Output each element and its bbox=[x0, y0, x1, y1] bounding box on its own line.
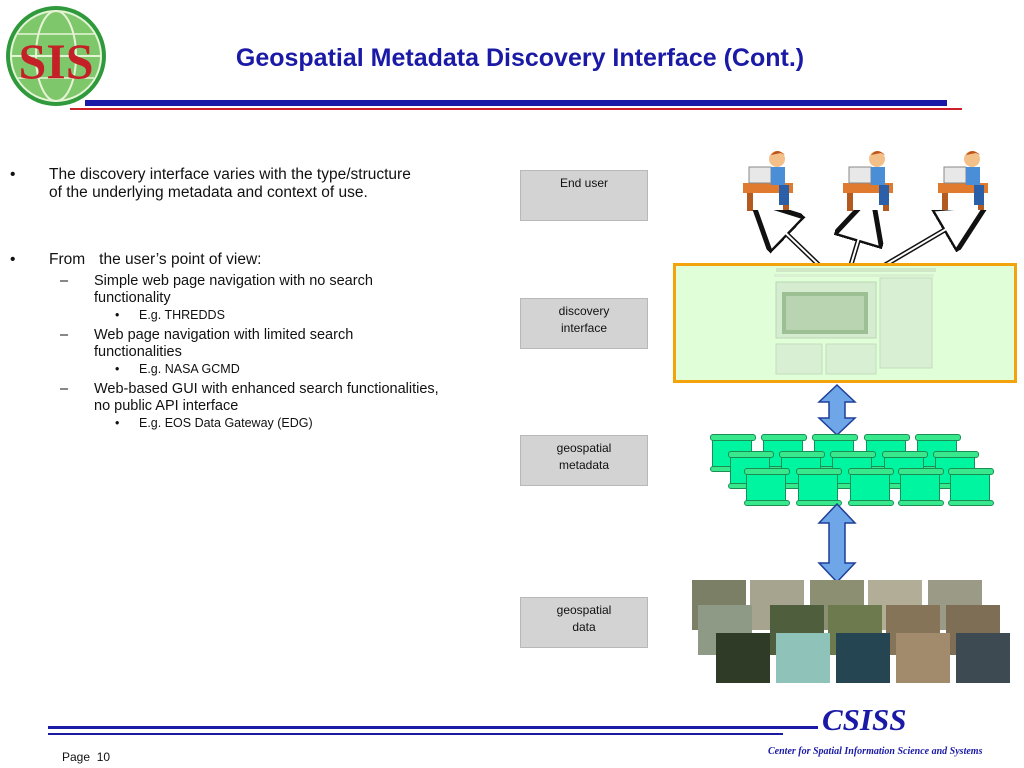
scroll-icon bbox=[848, 468, 894, 506]
label-metadata-line1: geospatial bbox=[556, 441, 612, 455]
bullet-marker: • bbox=[115, 362, 120, 376]
bullet-marker: • bbox=[10, 166, 16, 183]
example-2: E.g. NASA GCMD bbox=[139, 362, 240, 376]
label-discovery-line2: interface bbox=[560, 321, 608, 335]
label-discovery-interface: discovery interface bbox=[520, 298, 648, 349]
footer-rule-thin bbox=[48, 733, 783, 735]
page-number-value: 10 bbox=[96, 750, 111, 764]
double-arrow-metadata-data bbox=[817, 503, 857, 583]
label-data-line2: data bbox=[572, 620, 596, 634]
label-end-user: End user bbox=[520, 170, 648, 221]
bullet-1: The discovery interface varies with the … bbox=[49, 166, 411, 202]
footer-brand: CSISS bbox=[822, 702, 907, 737]
footer-brand-subtitle: Center for Spatial Information Science a… bbox=[768, 746, 983, 757]
sub-bullet-1-line2: functionality bbox=[94, 290, 171, 306]
double-arrow-interface-metadata bbox=[817, 384, 857, 436]
slide-title: Geospatial Metadata Discovery Interface … bbox=[235, 44, 805, 72]
bullet-1-line1: The discovery interface varies with the … bbox=[49, 166, 411, 183]
footer-rule bbox=[48, 726, 818, 729]
satellite-image-tile bbox=[836, 633, 890, 683]
title-rule-blue bbox=[85, 100, 947, 106]
dash-marker: – bbox=[60, 327, 69, 343]
dash-marker: – bbox=[60, 273, 69, 289]
sub-bullet-1: Simple web page navigation with no searc… bbox=[94, 273, 373, 307]
geospatial-data-tiles bbox=[690, 580, 1010, 686]
example-1: E.g. THREDDS bbox=[139, 308, 225, 322]
title-rule-red bbox=[70, 108, 962, 110]
person-at-computer-icon bbox=[743, 151, 793, 211]
end-users-group bbox=[743, 151, 988, 211]
sub-bullet-2: Web page navigation with limited search … bbox=[94, 327, 353, 361]
page-number: Page 10 bbox=[62, 750, 110, 764]
dash-marker: – bbox=[60, 381, 69, 397]
label-discovery-line1: discovery bbox=[558, 304, 610, 318]
scroll-icon bbox=[898, 468, 944, 506]
label-data-line1: geospatial bbox=[556, 603, 612, 617]
satellite-image-tile bbox=[776, 633, 830, 683]
sub-bullet-3-line2: no public API interface bbox=[94, 398, 239, 414]
bullet-2: From the user’s point of view: bbox=[49, 251, 261, 269]
sub-bullet-2-line2: functionalities bbox=[94, 344, 182, 360]
bullet-marker: • bbox=[115, 308, 120, 322]
sub-bullet-1-line1: Simple web page navigation with no searc… bbox=[94, 273, 373, 289]
bullet-marker: • bbox=[10, 251, 16, 268]
sub-bullet-2-line1: Web page navigation with limited search bbox=[94, 327, 354, 343]
metadata-scrolls bbox=[700, 434, 1000, 506]
sis-logo: SIS bbox=[6, 6, 106, 106]
logo-text: SIS bbox=[18, 33, 93, 89]
satellite-image-tile bbox=[956, 633, 1010, 683]
scroll-icon bbox=[796, 468, 842, 506]
scroll-icon bbox=[744, 468, 790, 506]
label-geospatial-metadata: geospatial metadata bbox=[520, 435, 648, 486]
label-metadata-line2: metadata bbox=[558, 458, 610, 472]
bullet-1-line2: of the underlying metadata and context o… bbox=[49, 184, 368, 201]
scroll-icon bbox=[948, 468, 994, 506]
sub-bullet-3: Web-based GUI with enhanced search funct… bbox=[94, 381, 439, 415]
bullet-2-a: From bbox=[49, 251, 86, 268]
label-geospatial-data: geospatial data bbox=[520, 597, 648, 648]
label-end-user-text: End user bbox=[559, 176, 609, 190]
satellite-image-tile bbox=[716, 633, 770, 683]
bullet-2-b: the user’s point of view: bbox=[99, 251, 262, 268]
interface-screenshot bbox=[774, 268, 936, 375]
bullet-marker: • bbox=[115, 416, 120, 430]
satellite-image-tile bbox=[896, 633, 950, 683]
user-arrows bbox=[740, 210, 1000, 270]
example-3: E.g. EOS Data Gateway (EDG) bbox=[139, 416, 313, 430]
person-at-computer-icon bbox=[843, 151, 893, 211]
page-label: Page bbox=[62, 750, 91, 764]
person-at-computer-icon bbox=[938, 151, 988, 211]
discovery-interface-panel bbox=[673, 263, 1017, 383]
sub-bullet-3-line1: Web-based GUI with enhanced search funct… bbox=[94, 381, 439, 397]
